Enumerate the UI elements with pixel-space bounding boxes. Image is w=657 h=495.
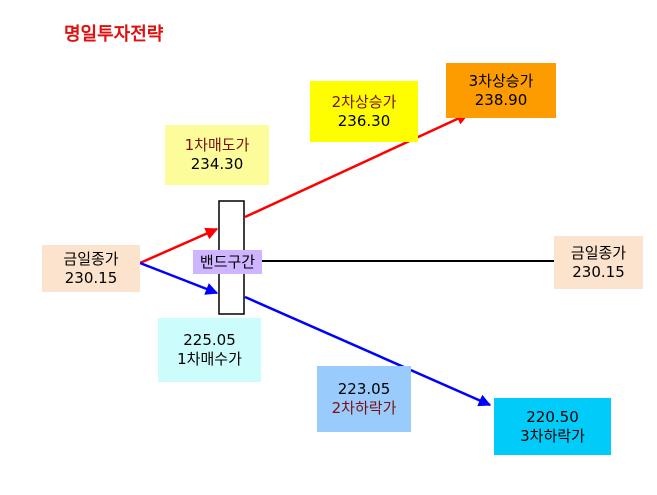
sell1-box: 1차매도가 234.30 [165, 125, 269, 185]
up3-box: 3차상승가 238.90 [446, 63, 556, 118]
close-right-value: 230.15 [572, 262, 625, 281]
band-label: 밴드구간 [193, 250, 262, 274]
close-right-label: 금일종가 [570, 243, 627, 262]
down2-label: 2차하락가 [331, 399, 397, 417]
close-left-label: 금일종가 [63, 249, 119, 268]
up2-label: 2차상승가 [331, 92, 397, 111]
up2-value: 236.30 [337, 111, 391, 130]
band-label-text: 밴드구간 [199, 252, 256, 271]
buy1-box: 225.05 1차매수가 [158, 318, 261, 382]
sell1-value: 234.30 [190, 155, 244, 173]
sell1-label: 1차매도가 [184, 136, 250, 154]
down2-value: 223.05 [337, 380, 391, 398]
down2-box: 223.05 2차하락가 [317, 366, 411, 432]
up3-value: 238.90 [474, 90, 528, 109]
down-arrow-left [139, 261, 219, 295]
down-arrow-right [244, 295, 492, 407]
close-left-box: 금일종가 230.15 [42, 245, 140, 292]
close-right-box: 금일종가 230.15 [554, 236, 643, 289]
up3-label: 3차상승가 [468, 71, 534, 90]
page-title: 명일투자전략 [64, 24, 164, 45]
close-left-value: 230.15 [64, 268, 118, 287]
buy1-label: 1차매수가 [177, 350, 242, 368]
up-arrow-left [139, 227, 219, 265]
down3-label: 3차하락가 [520, 426, 585, 445]
buy1-value: 225.05 [183, 331, 236, 349]
up-arrow-right [244, 112, 470, 219]
down3-value: 220.50 [526, 407, 579, 426]
down3-box: 220.50 3차하락가 [494, 398, 611, 455]
up2-box: 2차상승가 236.30 [310, 81, 418, 142]
